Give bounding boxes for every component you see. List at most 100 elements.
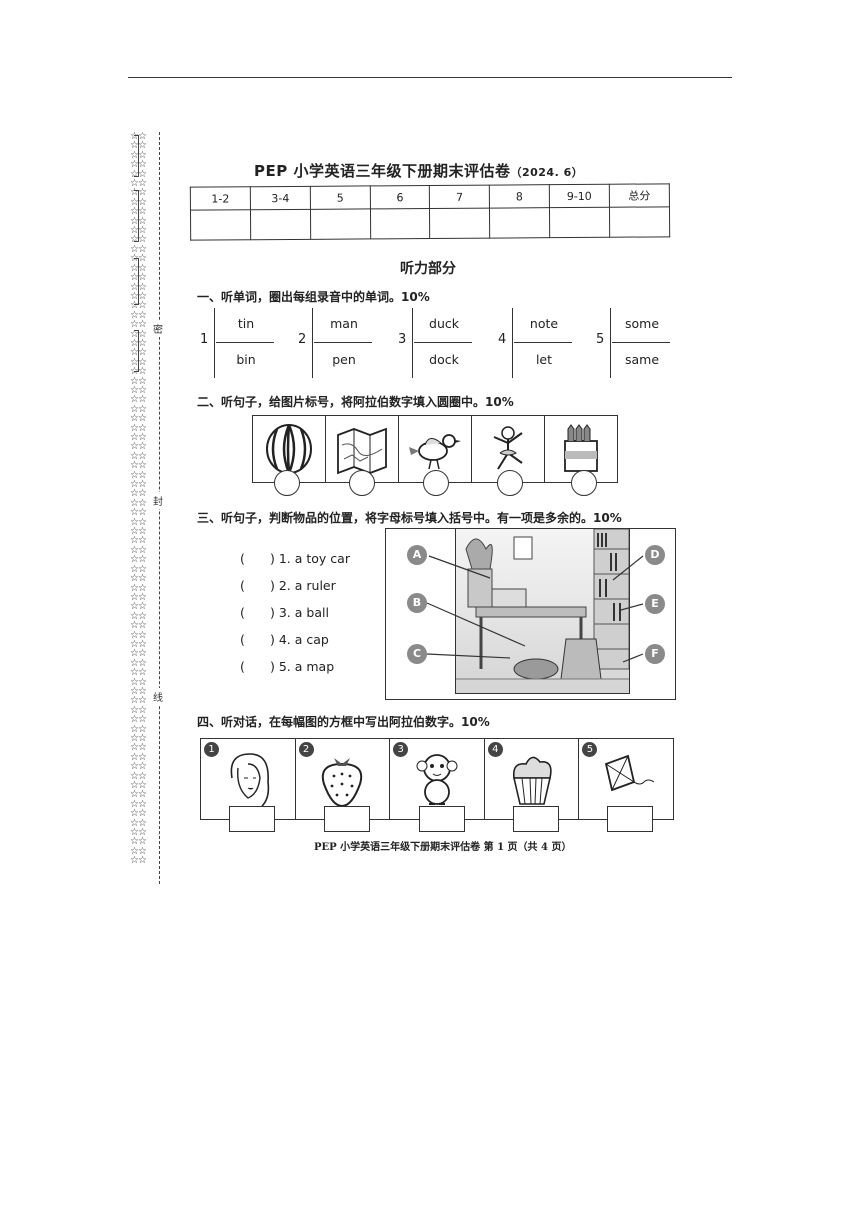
word-option[interactable]: some	[624, 316, 660, 331]
picture-strip	[252, 415, 618, 483]
picture-number: 4	[487, 742, 503, 757]
score-header: 7	[429, 185, 490, 209]
picture-cell: 4	[485, 739, 580, 819]
answer-box[interactable]	[607, 806, 653, 832]
picture-number: 1	[204, 742, 219, 757]
word-option[interactable]: note	[529, 316, 559, 331]
item-text: ) 2. a ruler	[270, 578, 336, 593]
answer-circle[interactable]	[274, 470, 300, 496]
word-pairs: 1 tin bin 2 man pen 3 duck dock 4 note l…	[200, 306, 670, 380]
pair-separator	[216, 342, 274, 343]
exam-title-text: PEP 小学英语三年级下册期末评估卷	[254, 162, 511, 180]
dancer-icon	[493, 426, 523, 470]
word-option[interactable]: duck	[429, 316, 459, 331]
margin-bracket	[134, 258, 139, 305]
exam-date: （2024. 6）	[510, 166, 584, 179]
item-row[interactable]: ( ) 1. a toy car	[240, 545, 350, 572]
picture-number: 2	[298, 742, 314, 757]
answer-circle[interactable]	[497, 470, 523, 496]
position-items: ( ) 1. a toy car ( ) 2. a ruler ( ) 3. a ba…	[240, 545, 350, 680]
picture-number: 5	[582, 742, 598, 757]
label-f: F	[645, 644, 665, 664]
score-cell[interactable]	[429, 208, 490, 239]
answer-circle[interactable]	[571, 470, 597, 496]
pair-divider	[512, 308, 513, 378]
score-header: 8	[489, 184, 550, 209]
answer-box[interactable]	[324, 806, 370, 832]
girl-face-icon	[230, 753, 269, 807]
picture-cell	[399, 416, 472, 482]
score-cell[interactable]	[190, 209, 251, 241]
word-option[interactable]: pen	[332, 352, 356, 367]
score-cell[interactable]	[549, 207, 610, 238]
margin-bracket	[134, 135, 139, 177]
monkey-icon	[416, 754, 458, 805]
room-illustration	[456, 529, 629, 680]
exam-title: PEP 小学英语三年级下册期末评估卷（2024. 6）	[254, 160, 583, 181]
kite-icon	[605, 754, 655, 792]
item-row[interactable]: () 4. a cap	[240, 626, 350, 653]
picture-number: 3	[393, 742, 409, 757]
label-a: A	[407, 545, 427, 565]
crayons-icon	[564, 424, 598, 472]
score-cell[interactable]	[370, 208, 431, 239]
label-e: E	[645, 594, 665, 614]
answer-box[interactable]	[513, 806, 559, 832]
item-row[interactable]: ( ) 3. a ball	[240, 599, 350, 626]
word-option[interactable]: bin	[236, 352, 256, 367]
item-text: ) 5. a map	[270, 659, 335, 674]
answer-box[interactable]	[419, 806, 465, 832]
item-text: ) 1. a toy car	[270, 551, 350, 566]
score-header: 1-2	[190, 186, 251, 211]
item-row[interactable]: ( ) 2. a ruler	[240, 572, 350, 599]
section-title: 听力部分	[400, 261, 456, 277]
question-2-title: 二、听句子，给图片标号，将阿拉伯数字填入圆圈中。10%	[197, 395, 514, 409]
bracket: (	[240, 605, 245, 620]
word-option[interactable]: same	[624, 352, 660, 367]
item-text: ) 3. a ball	[270, 605, 329, 620]
score-header: 5	[310, 185, 371, 210]
bracket: (	[240, 578, 245, 593]
word-option[interactable]: let	[535, 352, 553, 367]
answer-circle[interactable]	[423, 470, 449, 496]
pair-number: 1	[200, 332, 209, 347]
watermelon-icon	[266, 424, 312, 474]
answer-box[interactable]	[229, 806, 275, 832]
strawberry-icon	[322, 758, 363, 808]
word-option[interactable]: tin	[237, 316, 255, 331]
pair-number: 5	[596, 332, 605, 347]
label-b: B	[407, 593, 427, 613]
pair-separator	[314, 342, 372, 343]
score-cell[interactable]	[489, 207, 550, 239]
bracket: (	[240, 551, 245, 566]
pair-separator	[612, 342, 670, 343]
cupcake-icon	[512, 756, 552, 805]
picture-cell	[253, 416, 326, 482]
score-cell[interactable]	[310, 208, 371, 240]
pair-number: 2	[298, 332, 307, 347]
score-header: 总分	[609, 183, 670, 208]
margin-bracket	[134, 330, 139, 372]
page-footer: PEP 小学英语三年级下册期末评估卷 第 1 页（共 4 页）	[314, 842, 572, 853]
score-table: 1-2 3-4 5 6 7 8 9-10 总分	[190, 183, 670, 241]
item-row[interactable]: () 5. a map	[240, 653, 350, 680]
binding-word-mi: 密	[153, 320, 163, 337]
question-1-title: 一、听单词，圈出每组录音中的单词。10%	[197, 290, 430, 304]
label-d: D	[645, 545, 665, 565]
answer-circle[interactable]	[349, 470, 375, 496]
pair-number: 4	[498, 332, 507, 347]
picture-cell: 1	[201, 739, 296, 819]
score-header: 3-4	[250, 186, 311, 210]
picture-cell	[545, 416, 617, 482]
word-option[interactable]: man	[330, 316, 358, 331]
pair-divider	[412, 308, 413, 378]
score-header: 6	[369, 185, 430, 209]
pair-separator	[514, 342, 572, 343]
score-cell[interactable]	[250, 209, 311, 240]
pair-divider	[312, 308, 313, 378]
pair-separator	[414, 342, 472, 343]
binding-word-feng: 封	[153, 492, 163, 509]
word-option[interactable]: dock	[429, 352, 459, 367]
picture-cell	[326, 416, 399, 482]
score-cell[interactable]	[609, 206, 670, 238]
